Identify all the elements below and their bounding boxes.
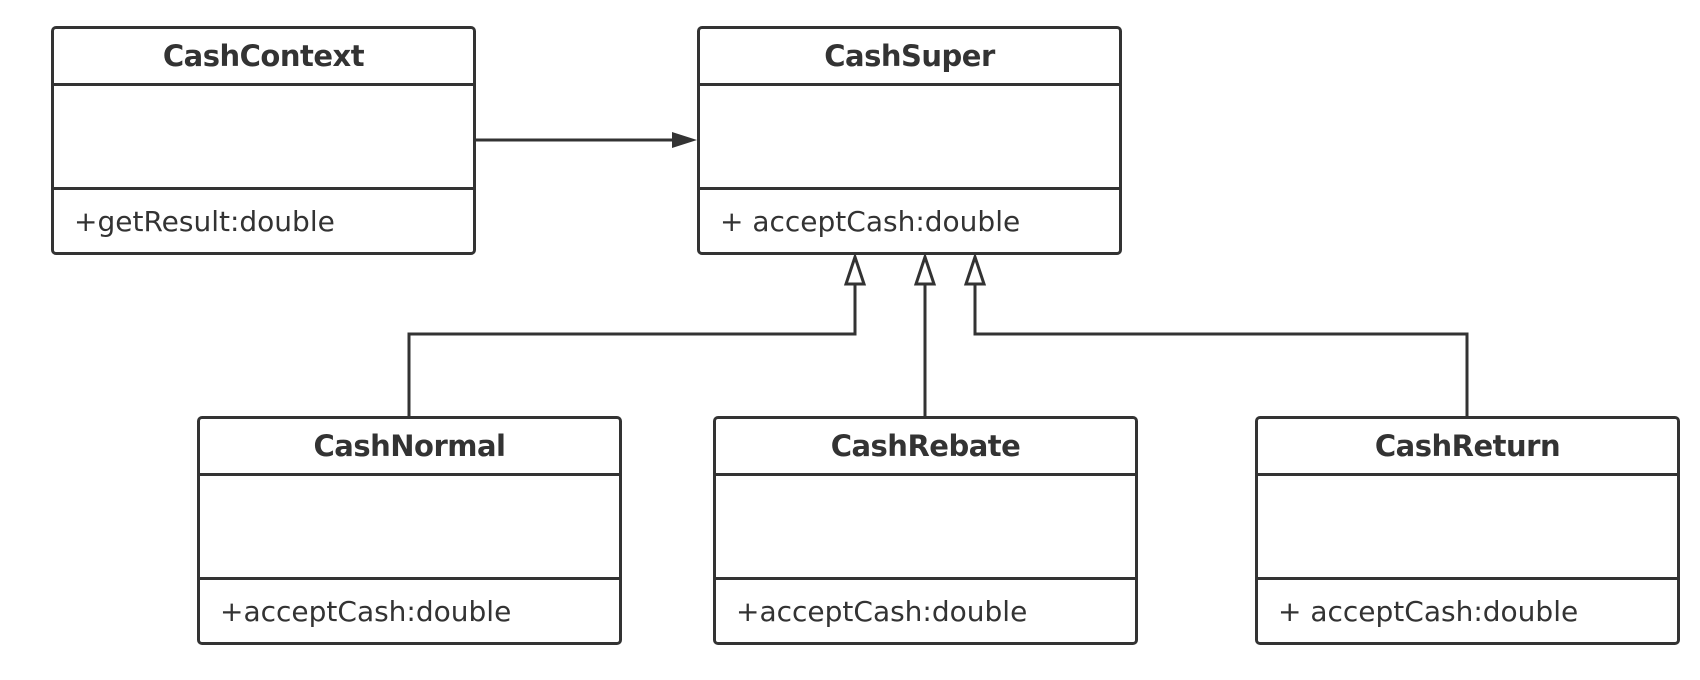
class-method: +acceptCash:double [736, 594, 1028, 628]
hollow-triangle-icon [843, 252, 867, 286]
class-box-cashreturn[interactable]: CashReturn + acceptCash:double [1255, 416, 1680, 645]
class-box-cashrebate[interactable]: CashRebate +acceptCash:double [713, 416, 1138, 645]
class-method: +acceptCash:double [220, 594, 512, 628]
class-method: + acceptCash:double [720, 204, 1021, 238]
class-name: CashContext [54, 29, 473, 86]
class-attributes-compartment [700, 86, 1119, 190]
class-method: +getResult:double [74, 204, 335, 238]
generalization-normal-to-super [407, 252, 867, 416]
class-name: CashRebate [716, 419, 1135, 476]
class-box-cashsuper[interactable]: CashSuper + acceptCash:double [697, 26, 1122, 255]
association-context-to-super [476, 132, 697, 148]
class-name: CashSuper [700, 29, 1119, 86]
class-name: CashReturn [1258, 419, 1677, 476]
hollow-triangle-icon [913, 252, 937, 286]
class-attributes-compartment [54, 86, 473, 190]
class-attributes-compartment [1258, 476, 1677, 580]
class-box-cashcontext[interactable]: CashContext +getResult:double [51, 26, 476, 255]
class-attributes-compartment [200, 476, 619, 580]
generalization-rebate-to-super [913, 252, 937, 416]
hollow-triangle-icon [963, 252, 987, 286]
class-box-cashnormal[interactable]: CashNormal +acceptCash:double [197, 416, 622, 645]
class-name: CashNormal [200, 419, 619, 476]
class-method: + acceptCash:double [1278, 594, 1579, 628]
generalization-return-to-super [963, 252, 1469, 416]
class-attributes-compartment [716, 476, 1135, 580]
filled-arrowhead-icon [672, 132, 697, 148]
